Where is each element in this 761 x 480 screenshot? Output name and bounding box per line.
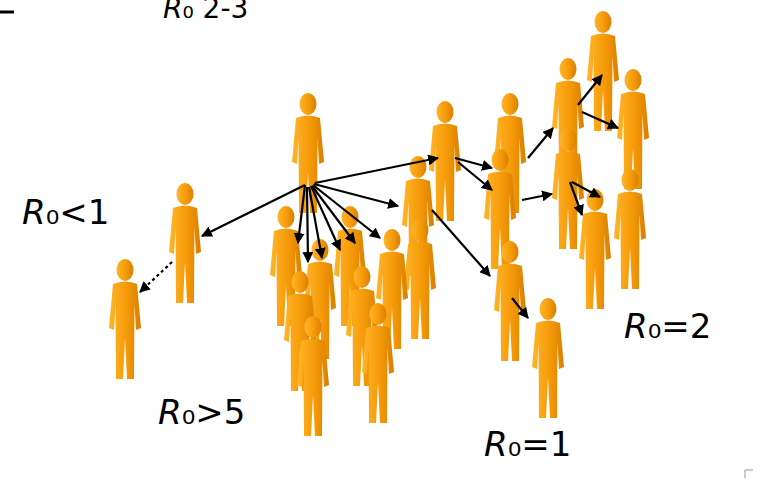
infection-arrows bbox=[140, 75, 618, 318]
label-rest: ₀=1 bbox=[508, 424, 572, 464]
r0-label: R₀=1 bbox=[484, 424, 571, 465]
label-rest: ₀=2 bbox=[648, 306, 712, 346]
label-rest: ₀ 2-3 bbox=[182, 0, 248, 25]
corner-mark bbox=[745, 470, 753, 478]
bullet-dash bbox=[0, 11, 14, 14]
label-rest: ₀>5 bbox=[182, 392, 246, 432]
r0-label: R₀>5 bbox=[158, 392, 245, 433]
r0-label: R₀ 2-3 bbox=[163, 0, 248, 26]
label-symbol: R bbox=[22, 192, 46, 232]
label-symbol: R bbox=[163, 0, 182, 25]
r0-label: R₀=2 bbox=[624, 306, 711, 347]
label-symbol: R bbox=[624, 306, 648, 346]
label-rest: ₀<1 bbox=[46, 192, 110, 232]
r0-label: R₀<1 bbox=[22, 192, 109, 233]
label-symbol: R bbox=[158, 392, 182, 432]
people bbox=[109, 11, 649, 436]
label-symbol: R bbox=[484, 424, 508, 464]
